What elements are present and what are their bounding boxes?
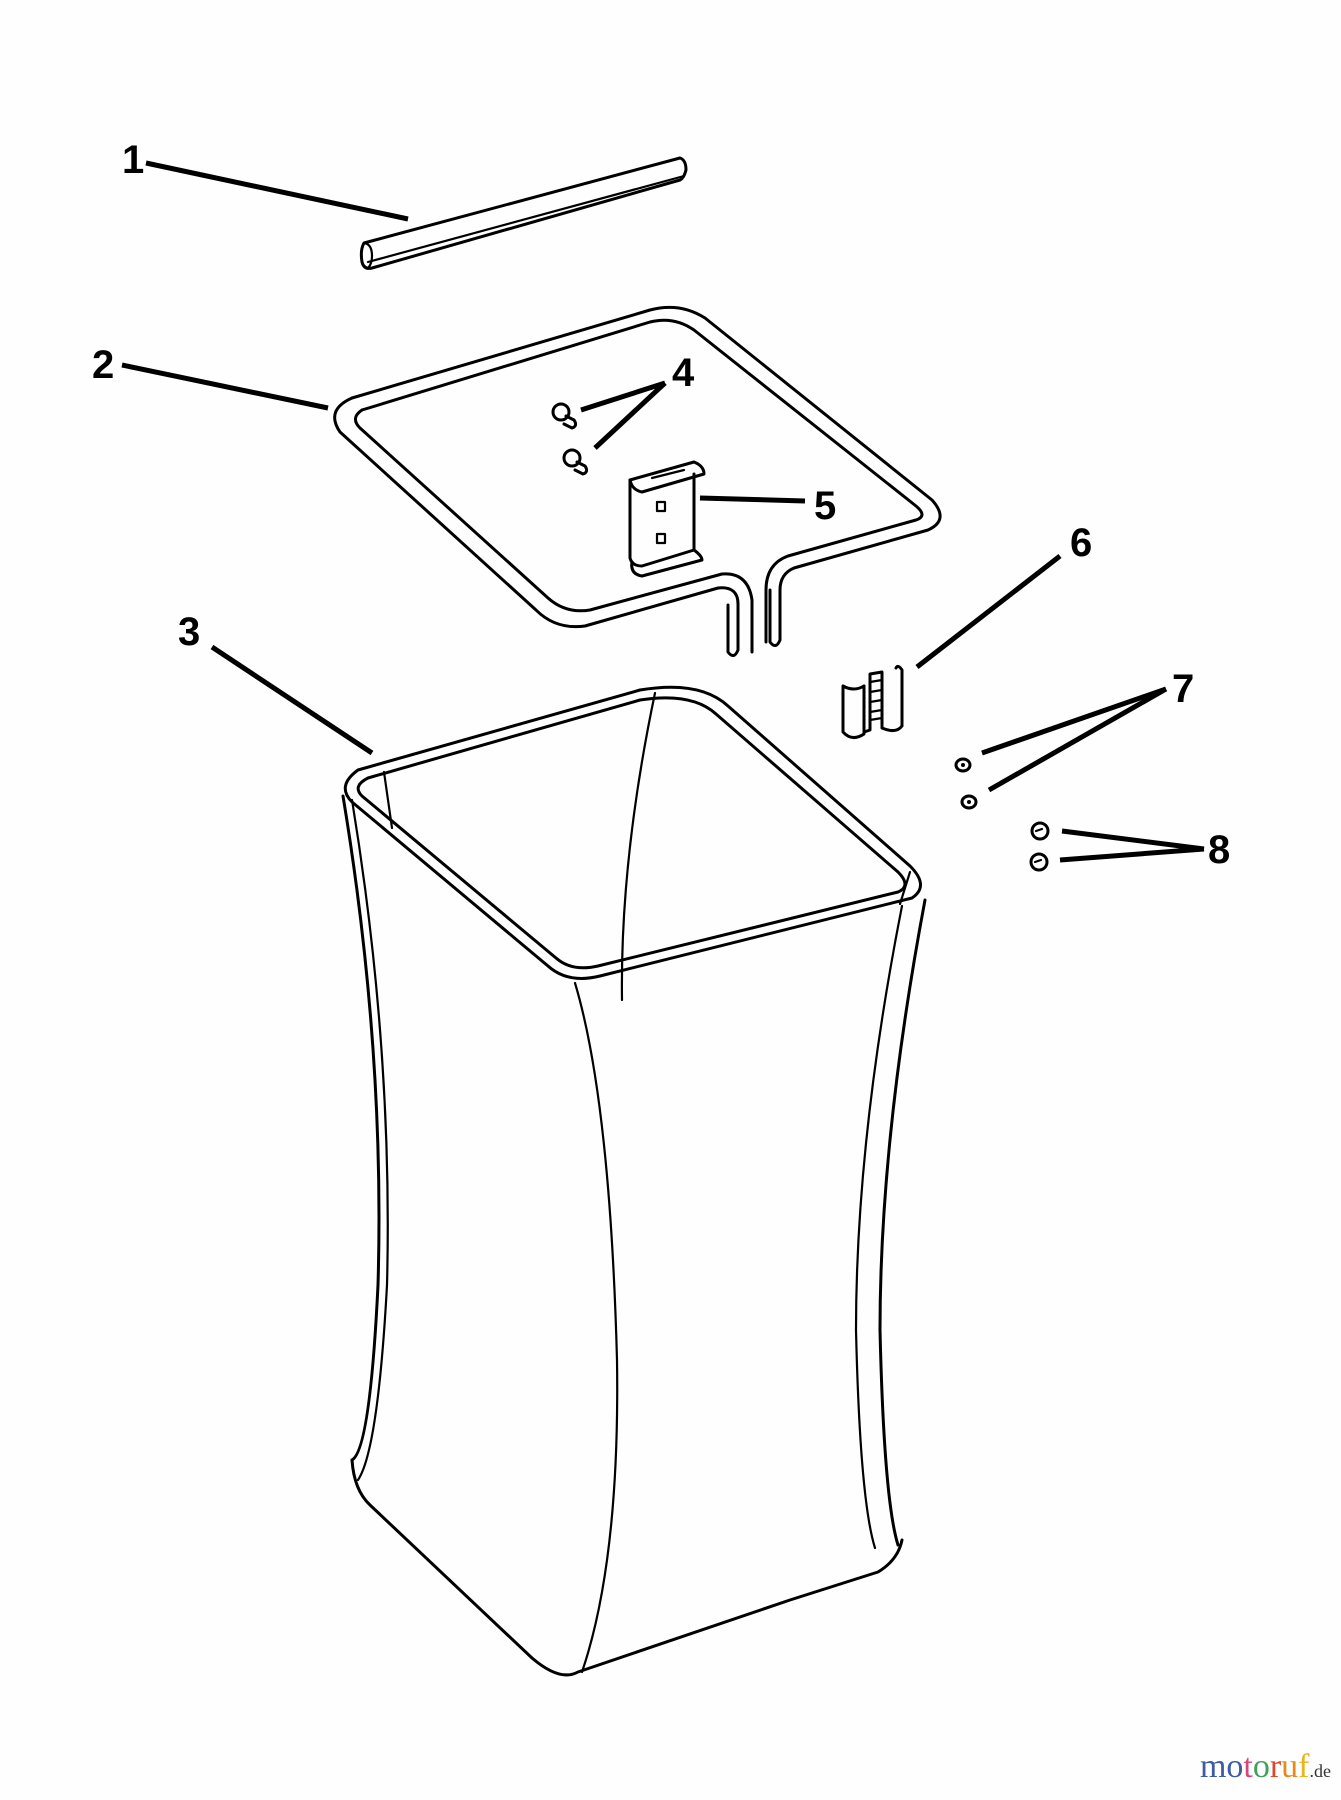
part-5-bracket <box>628 460 706 578</box>
watermark-letter: m <box>1199 1748 1227 1785</box>
watermark-letter: r <box>1269 1748 1282 1785</box>
watermark-logo: motoruf.de <box>1200 1748 1331 1786</box>
watermark-letter: o <box>1252 1748 1270 1785</box>
part-7-washers <box>954 757 978 810</box>
watermark-letter: o <box>1226 1748 1244 1785</box>
svg-text:2: 2 <box>92 343 114 387</box>
watermark-letter: t <box>1243 1748 1253 1785</box>
svg-text:3: 3 <box>178 610 200 654</box>
callout-2: 2 <box>92 343 329 411</box>
watermark-letter: u <box>1281 1748 1299 1785</box>
callout-1: 1 <box>122 138 409 222</box>
svg-text:1: 1 <box>122 138 144 182</box>
callout-3: 3 <box>178 610 374 756</box>
callout-5: 5 <box>699 484 836 528</box>
svg-text:7: 7 <box>1172 667 1194 711</box>
part-3-bag <box>341 685 927 1677</box>
svg-text:8: 8 <box>1208 828 1230 872</box>
callout-6: 6 <box>915 521 1092 669</box>
svg-text:4: 4 <box>672 351 695 395</box>
watermark-tld: .de <box>1309 1761 1332 1781</box>
screw-2 <box>562 448 589 476</box>
callout-7: 7 <box>981 667 1194 793</box>
part-8-nuts <box>1029 821 1050 872</box>
callout-8: 8 <box>1059 828 1230 872</box>
callout-4: 4 <box>580 351 695 450</box>
part-1-tube <box>359 156 688 270</box>
screw-1 <box>551 402 578 430</box>
part-6-hinge <box>841 664 904 739</box>
svg-text:5: 5 <box>814 484 836 528</box>
part-2-frame <box>333 305 942 657</box>
watermark-letter: f <box>1298 1748 1310 1785</box>
part-4-screws <box>551 402 589 476</box>
svg-text:6: 6 <box>1070 521 1092 565</box>
